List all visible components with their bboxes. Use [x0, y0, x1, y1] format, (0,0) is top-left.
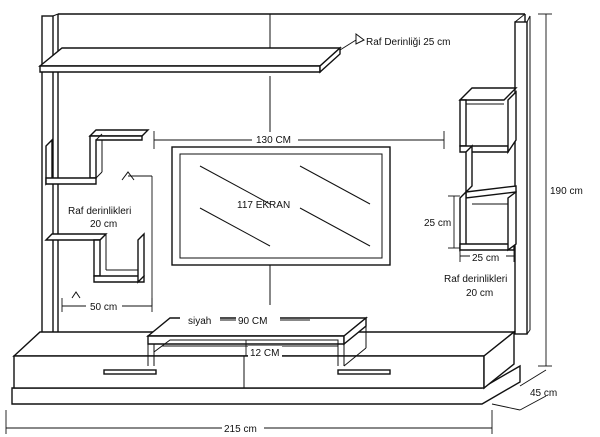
- shelf-depth-flag: [339, 33, 365, 51]
- left-lower-shelf: [44, 232, 145, 284]
- left-upper-shelf: [45, 129, 150, 186]
- right-shelf-stack: [458, 87, 518, 252]
- total-height-label: 190 cm: [550, 186, 583, 197]
- left-shelf-width-label: 50 cm: [90, 302, 117, 313]
- tv-width-label: 130 CM: [256, 135, 291, 146]
- top-shelf: [38, 46, 342, 74]
- screen-size-label: 117 EKRAN: [237, 200, 290, 211]
- depth-label: 45 cm: [530, 388, 557, 399]
- color-note-label: siyah: [188, 316, 211, 327]
- right-shelf-height-label: 25 cm: [424, 218, 451, 229]
- left-shelf-depth-label-line1: Raf derinlikleri: [68, 206, 131, 217]
- right-shelf-depth-label-line2: 20 cm: [466, 288, 493, 299]
- right-shelf-depth-label-line1: Raf derinlikleri: [444, 274, 507, 285]
- total-width-label: 215 cm: [224, 424, 257, 435]
- right-shelf-width-label: 25 cm: [472, 253, 499, 264]
- unit-width-label: 90 CM: [238, 316, 267, 327]
- right-side-post: [514, 13, 531, 335]
- lower-cabinet: [12, 330, 516, 390]
- labels: Raf Derinliği 25 cm 130 CM 117 EKRAN Raf…: [68, 37, 592, 435]
- tv-screen: [171, 146, 391, 266]
- height-dimension: [538, 13, 552, 367]
- depth-dimension: [491, 369, 547, 411]
- unit-height-label: 12 CM: [250, 348, 279, 359]
- left-shelf-depth-label-line2: 20 cm: [90, 219, 117, 230]
- tv-width-dimension: [153, 131, 445, 149]
- shelf-depth-top-label: Raf Derinliği 25 cm: [366, 37, 450, 48]
